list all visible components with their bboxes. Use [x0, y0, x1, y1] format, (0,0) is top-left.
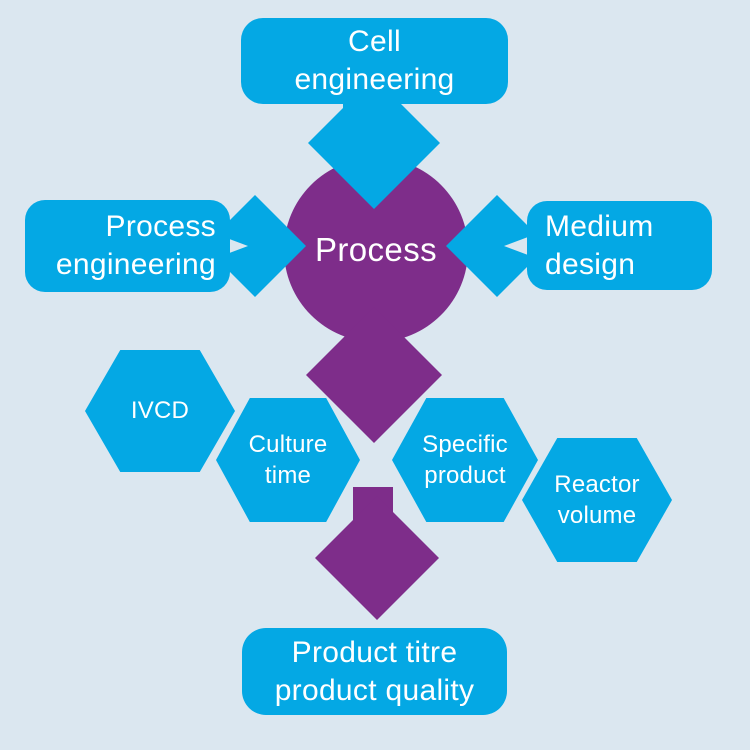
node-cell-engineering: Cell engineering [241, 18, 508, 104]
node-medium-design: Medium design [527, 201, 712, 290]
hexagon-culture-time: Culture time [216, 398, 360, 522]
node-process-engineering: Process engineering [25, 200, 230, 292]
hexagon-ivcd: IVCD [85, 350, 235, 472]
node-label: Process engineering [55, 210, 216, 281]
node-label: Culture time [248, 430, 328, 489]
process-hub: Process [284, 158, 468, 342]
node-label: Specific product [422, 430, 508, 489]
node-label: IVCD [130, 397, 190, 425]
node-label: Product titre product quality [274, 635, 475, 707]
node-label: Medium design [545, 209, 654, 281]
node-label: Process [314, 231, 437, 268]
node-product-result: Product titre product quality [242, 628, 507, 715]
node-label: Reactor volume [554, 470, 640, 529]
hexagon-reactor-volume: Reactor volume [522, 438, 672, 562]
hexagon-specific-product: Specific product [392, 398, 538, 522]
node-label: Cell engineering [294, 25, 455, 96]
